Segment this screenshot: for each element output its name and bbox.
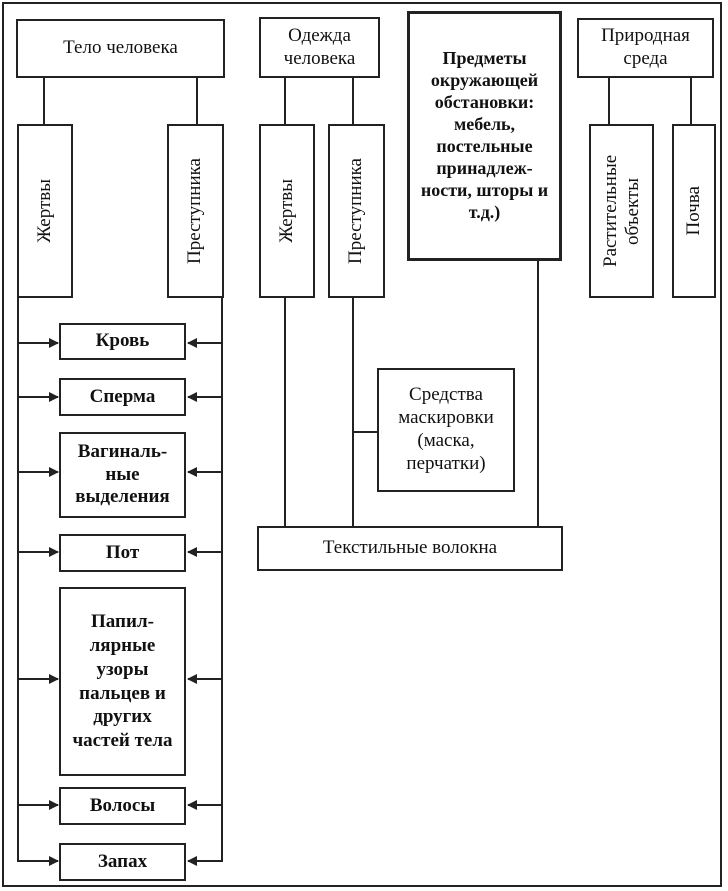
trace-sperm: Сперма [59,378,186,416]
textile-fibers: Текстильные волокна [257,526,563,571]
trace-papillary-patterns: Папил-лярные узоры пальцев и других част… [59,587,186,776]
trace-sweat: Пот [59,534,186,572]
body-victim-box: Жертвы [17,124,73,298]
connector [284,77,286,125]
nature-plants-label: Растительные объекты [599,154,643,268]
connector [608,77,610,125]
category-body: Тело человека [16,19,225,78]
nature-plants-box: Растительные объекты [589,124,654,298]
victim-trace-line [17,296,19,862]
nature-soil-label: Почва [682,186,704,236]
clothing-victim-label: Жертвы [275,179,297,243]
connector [690,77,692,125]
clothing-criminal-label: Преступника [345,158,367,264]
criminal-trace-line [221,296,223,862]
masking-connector [353,431,377,433]
connector [43,77,45,125]
clothing-victim-fiber-line [284,297,286,528]
trace-blood: Кровь [59,323,186,360]
environment-fiber-line [537,259,539,528]
category-environment-items: Предметы окружающей обстановки: мебель, … [407,11,562,261]
clothing-criminal-fiber-line [352,297,354,528]
body-victim-label: Жертвы [33,179,55,243]
connector [196,77,198,125]
connector [352,77,354,125]
category-nature: Природная среда [577,18,714,78]
trace-hair: Волосы [59,787,186,825]
body-criminal-box: Преступника [167,124,224,298]
clothing-victim-box: Жертвы [259,124,315,298]
trace-smell: Запах [59,843,186,881]
category-clothing: Одежда человека [259,17,380,78]
clothing-criminal-box: Преступника [328,124,385,298]
masking-means: Средства маскировки (маска, перчатки) [377,368,515,492]
trace-vaginal-secretions: Вагиналь-ные выделения [59,432,186,518]
body-criminal-label: Преступника [184,158,206,264]
nature-soil-box: Почва [672,124,716,298]
